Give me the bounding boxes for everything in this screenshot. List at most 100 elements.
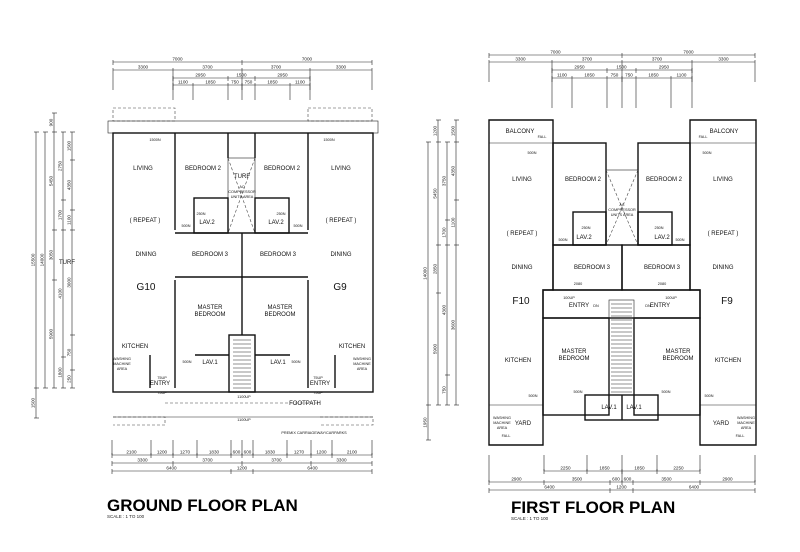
room-label: LAV.1 — [626, 405, 642, 411]
room-label: MACHINE — [493, 421, 511, 425]
dimension-value: 250 — [67, 375, 72, 383]
room-label: FALL — [502, 434, 511, 438]
dimension-value: 1200 — [316, 450, 327, 455]
room-label: COMPRESSOR — [608, 208, 636, 212]
dimension-value: 750 — [611, 73, 619, 78]
lav2-right — [254, 197, 290, 234]
room-label: AREA — [741, 426, 752, 430]
room-label: BEDROOM 3 — [260, 252, 297, 258]
room-label: BEDROOM 3 — [574, 265, 611, 271]
room-label: FALL — [736, 434, 745, 438]
room-label: 75UP — [313, 376, 323, 380]
turf-area — [227, 157, 256, 234]
dimension-value: 2950 — [195, 73, 206, 78]
room-label: 500N — [293, 224, 302, 228]
room-label: ENTRY — [150, 381, 170, 387]
dimension-value: 3500 — [661, 477, 672, 482]
entry-corridor — [542, 289, 701, 319]
dimension-value: 600 — [624, 477, 632, 482]
room-label: 500N — [558, 238, 567, 242]
room-label: UNITS AREA — [611, 213, 634, 217]
room-label: LIVING — [512, 177, 532, 183]
room-label: LAV.2 — [268, 220, 284, 226]
bedroom2-left — [552, 142, 607, 246]
dimension-extension — [488, 455, 756, 482]
room-label: F10 — [512, 296, 530, 307]
room-label: YARD — [713, 421, 730, 427]
dimension-value: 900 — [49, 118, 54, 126]
planter-outline — [307, 107, 373, 122]
dimension-value: 600 — [244, 450, 252, 455]
dimension-extension — [111, 440, 373, 455]
room-label: KITCHEN — [505, 358, 531, 364]
dimension-value: 1100 — [557, 73, 567, 78]
room-label: DN — [645, 304, 651, 308]
room-label: 100UP — [665, 296, 677, 300]
dimension-value: 1100 — [677, 73, 687, 78]
room-label: UNITS AREA — [231, 195, 254, 199]
dimension-value: 1270 — [294, 450, 305, 455]
room-label: LIVING — [133, 166, 153, 172]
room-label: BEDROOM 3 — [644, 265, 681, 271]
room-label: LAV.2 — [199, 220, 215, 226]
interior-walls — [149, 133, 336, 388]
dimension-value: 750 — [245, 80, 253, 85]
dimension-value: 5900 — [49, 328, 54, 339]
dimension-value: 5450 — [433, 188, 438, 199]
dimension-value: 1500 — [236, 73, 247, 78]
dimension-value: 1700 — [442, 227, 447, 238]
dimension-value: 600 — [233, 450, 241, 455]
dimension-value: 5900 — [433, 343, 438, 354]
room-label: 250N — [654, 226, 663, 230]
dimension-value: 1850 — [599, 466, 610, 471]
room-label: MASTER — [665, 349, 691, 355]
room-label: AREA — [117, 367, 128, 371]
room-label: BALCONY — [506, 129, 535, 135]
room-label: AC — [619, 203, 625, 207]
dimension-value: 3700 — [271, 458, 282, 463]
stair-treads — [611, 303, 632, 393]
dimension-value: 3700 — [202, 458, 213, 463]
dimension-value: 3700 — [202, 65, 213, 70]
room-label: BEDROOM — [194, 312, 225, 318]
room-label: LAV.2 — [576, 235, 592, 241]
room-label: F9 — [721, 296, 733, 307]
first-floor-title: FIRST FLOOR PLAN — [511, 498, 675, 517]
dimension-value: 5450 — [49, 175, 54, 186]
room-label: 250N — [581, 226, 590, 230]
room-label: LAV.2 — [654, 235, 670, 241]
staircase — [608, 299, 635, 396]
dimension-value: 14000 — [423, 267, 428, 280]
room-label: 500N — [675, 238, 684, 242]
dimension-value: 1500 — [67, 140, 72, 151]
room-label: 75UP — [313, 391, 323, 395]
room-label: 1500N — [149, 138, 160, 142]
room-label: 1100UP — [237, 395, 251, 399]
dimension-value: 4100 — [58, 288, 63, 299]
room-label: WASHING — [353, 357, 371, 361]
balcony-yard-lines — [489, 142, 756, 406]
dimension-value: 4350 — [451, 165, 456, 176]
room-label: 2080 — [574, 282, 582, 286]
room-label: PREMIX CARRIAGEWAY/CARPARKS — [281, 431, 347, 435]
room-label: 500N — [182, 360, 191, 364]
room-label: 1500N — [323, 138, 334, 142]
master-left — [542, 317, 610, 416]
room-label: MASTER — [561, 349, 587, 355]
dimension-value: 4300 — [442, 304, 447, 315]
room-label: MACHINE — [737, 421, 755, 425]
room-label: BEDROOM 2 — [264, 166, 301, 172]
room-label: YARD — [515, 421, 532, 427]
room-label: KITCHEN — [122, 344, 148, 350]
dimension-value: 1830 — [265, 450, 276, 455]
dimension-value: 1500 — [31, 397, 36, 408]
room-label: 500N — [704, 394, 713, 398]
dimension-value: 6400 — [307, 466, 318, 471]
dimension-value: 750 — [67, 348, 72, 356]
room-label: FOOTPATH — [289, 401, 321, 407]
room-label: 500N — [527, 151, 536, 155]
dimension-value: 3500 — [572, 477, 583, 482]
room-label: MASTER — [197, 305, 223, 311]
